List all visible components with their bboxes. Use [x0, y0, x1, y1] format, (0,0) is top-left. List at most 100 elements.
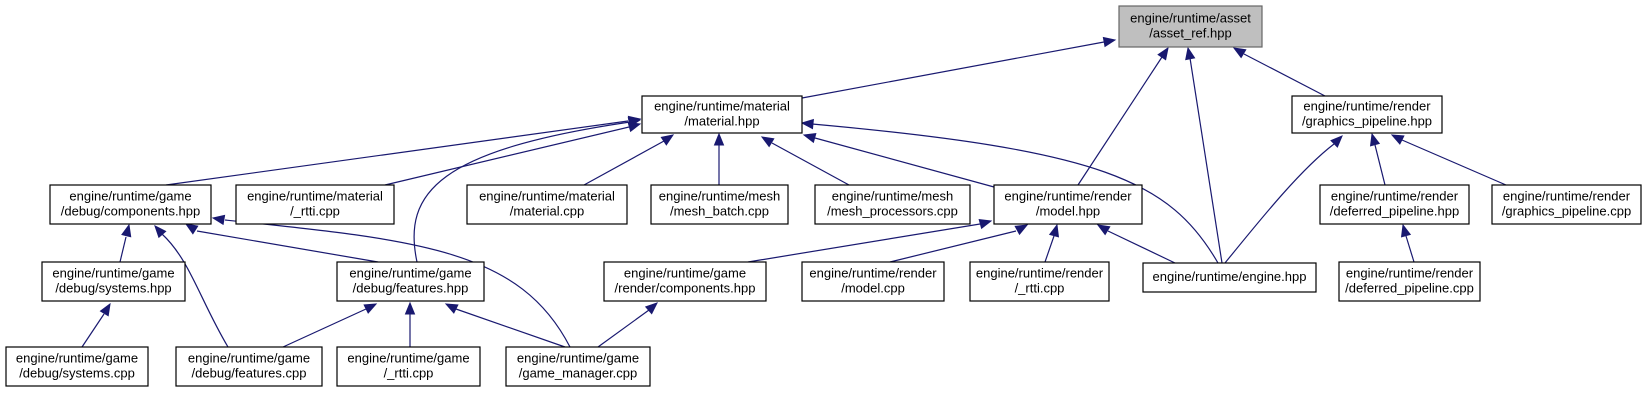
node-box	[466, 184, 628, 225]
node-label-line: engine/runtime/render	[976, 266, 1104, 281]
node-label-line: /_rtti.cpp	[290, 204, 340, 219]
node-debug-systems-cpp[interactable]: engine/runtime/game/debug/systems.cpp	[5, 346, 149, 387]
arrowhead-asset_ref	[1232, 47, 1247, 59]
node-box	[801, 261, 945, 302]
arrowhead-debug_features_hpp	[363, 303, 378, 314]
arrowhead-material_hpp	[800, 118, 814, 130]
edge-debug_features_cpp-to-debug_features_hpp	[282, 308, 367, 348]
edge-material_rtti-to-material_hpp	[384, 126, 630, 186]
node-game-rtti[interactable]: engine/runtime/game/_rtti.cpp	[336, 346, 481, 387]
arrowhead-material_hpp	[627, 117, 642, 128]
node-box	[993, 184, 1143, 225]
node-box	[336, 261, 485, 302]
node-label-line: /graphics_pipeline.cpp	[1502, 204, 1631, 219]
node-label-line: engine/runtime/material	[479, 189, 615, 204]
node-material-rtti[interactable]: engine/runtime/material/_rtti.cpp	[235, 184, 395, 225]
edges	[81, 36, 1507, 348]
node-label-line: engine/runtime/mesh	[659, 189, 780, 204]
node-mesh-batch[interactable]: engine/runtime/mesh/mesh_batch.cpp	[650, 184, 789, 225]
node-deferred-pipeline-cpp[interactable]: engine/runtime/render/deferred_pipeline.…	[1338, 261, 1481, 302]
edge-model_hpp-to-asset_ref	[1077, 56, 1163, 186]
edge-debug_components_hpp-to-material_hpp	[165, 120, 629, 186]
node-box	[1142, 262, 1317, 293]
arrowhead-deferred_pipeline_hpp	[1400, 223, 1412, 238]
arrowhead-debug_components_hpp	[184, 223, 199, 235]
edge-model_hpp-to-material_hpp	[814, 137, 995, 188]
node-box	[1291, 95, 1443, 134]
node-label-line: /game_manager.cpp	[519, 366, 638, 381]
arrowhead-asset_ref	[1102, 36, 1117, 48]
arrowhead-model_hpp	[978, 218, 993, 230]
node-box	[5, 346, 149, 387]
arrowhead-debug_components_hpp	[211, 214, 226, 226]
node-box	[969, 261, 1110, 302]
node-label-line: engine/runtime/material	[654, 99, 790, 114]
arrowhead-material_hpp	[660, 134, 675, 146]
node-label-line: /material.cpp	[510, 204, 584, 219]
node-label-line: /deferred_pipeline.cpp	[1345, 281, 1474, 296]
edge-graphics_pipeline_cpp-to-graphics_pipeline_hpp	[1401, 139, 1507, 186]
node-label-line: engine/runtime/render	[1303, 99, 1431, 114]
node-box	[814, 184, 971, 225]
node-debug-components-hpp[interactable]: engine/runtime/game/debug/components.hpp	[49, 184, 212, 225]
arrowhead-asset_ref	[1185, 46, 1196, 61]
node-box	[1491, 184, 1642, 225]
node-mesh-processors[interactable]: engine/runtime/mesh/mesh_processors.cpp	[814, 184, 971, 225]
node-label-line: engine/runtime/game	[16, 351, 138, 366]
node-label-line: /debug/systems.cpp	[19, 366, 135, 381]
node-game-manager[interactable]: engine/runtime/game/game_manager.cpp	[505, 346, 651, 387]
arrowhead-model_hpp	[1048, 223, 1060, 238]
node-label-line: engine/runtime/game	[52, 266, 174, 281]
node-label-line: engine/runtime/game	[188, 351, 310, 366]
node-label-line: engine/runtime/asset	[1130, 11, 1251, 26]
arrowhead-graphics_pipeline_hpp	[1390, 134, 1405, 145]
node-model-hpp[interactable]: engine/runtime/render/model.hpp	[993, 184, 1143, 225]
arrowhead-debug_components_hpp	[154, 225, 167, 239]
node-graphics-pipeline-cpp[interactable]: engine/runtime/render/graphics_pipeline.…	[1491, 184, 1642, 225]
edge-debug_features_hpp-to-material_hpp	[413, 121, 631, 263]
nodes: engine/runtime/asset/asset_ref.hppengine…	[5, 5, 1642, 387]
node-label-line: engine/runtime/mesh	[832, 189, 953, 204]
arrowhead-material_hpp	[802, 132, 817, 144]
node-label-line: /_rtti.cpp	[384, 366, 434, 381]
arrowhead-material_hpp	[760, 136, 775, 148]
edge-render_rtti-to-model_hpp	[1044, 235, 1055, 263]
node-asset-ref[interactable]: engine/runtime/asset/asset_ref.hpp	[1118, 5, 1263, 48]
node-label-line: /deferred_pipeline.hpp	[1330, 204, 1459, 219]
arrowhead-model_hpp	[1096, 224, 1111, 236]
edge-game_manager-to-debug_components_hpp	[224, 219, 571, 348]
node-engine-hpp[interactable]: engine/runtime/engine.hpp	[1142, 262, 1317, 293]
node-label-line: /debug/systems.hpp	[55, 281, 171, 296]
node-render-components-hpp[interactable]: engine/runtime/game/render/components.hp…	[603, 261, 767, 302]
node-box	[336, 346, 481, 387]
node-material-cpp[interactable]: engine/runtime/material/material.cpp	[466, 184, 628, 225]
node-label-line: /debug/features.hpp	[353, 281, 469, 296]
arrowhead-model_hpp	[1014, 224, 1029, 236]
node-model-cpp[interactable]: engine/runtime/render/model.cpp	[801, 261, 945, 302]
node-graphics-pipeline-hpp[interactable]: engine/runtime/render/graphics_pipeline.…	[1291, 95, 1443, 134]
arrowhead-debug_systems_hpp	[99, 302, 111, 317]
node-debug-features-cpp[interactable]: engine/runtime/game/debug/features.cpp	[175, 346, 323, 387]
edge-model_cpp-to-model_hpp	[889, 230, 1017, 263]
node-material-hpp[interactable]: engine/runtime/material/material.hpp	[641, 95, 803, 134]
edge-game_manager-to-render_components_hpp	[597, 309, 650, 348]
edge-debug_systems_hpp-to-debug_components_hpp	[119, 236, 127, 263]
node-box	[49, 184, 212, 225]
edge-engine_hpp-to-asset_ref	[1189, 57, 1223, 264]
node-box	[1338, 261, 1481, 302]
node-debug-features-hpp[interactable]: engine/runtime/game/debug/features.hpp	[336, 261, 485, 302]
node-label-line: /debug/components.hpp	[61, 204, 201, 219]
node-box	[505, 346, 651, 387]
arrowhead-material_hpp	[713, 132, 725, 146]
edge-deferred_pipeline_hpp-to-graphics_pipeline_hpp	[1374, 144, 1386, 186]
node-label-line: engine/runtime/engine.hpp	[1153, 269, 1307, 284]
node-label-line: /material.hpp	[684, 114, 759, 129]
edge-deferred_pipeline_cpp-to-deferred_pipeline_hpp	[1405, 235, 1415, 263]
node-label-line: /render/components.hpp	[615, 281, 756, 296]
node-label-line: engine/runtime/game	[624, 266, 746, 281]
node-label-line: engine/runtime/render	[1346, 266, 1474, 281]
node-deferred-pipeline-hpp[interactable]: engine/runtime/render/deferred_pipeline.…	[1319, 184, 1470, 225]
node-render-rtti[interactable]: engine/runtime/render/_rtti.cpp	[969, 261, 1110, 302]
node-debug-systems-hpp[interactable]: engine/runtime/game/debug/systems.hpp	[41, 261, 186, 302]
edge-debug_features_hpp-to-debug_components_hpp	[196, 230, 379, 263]
